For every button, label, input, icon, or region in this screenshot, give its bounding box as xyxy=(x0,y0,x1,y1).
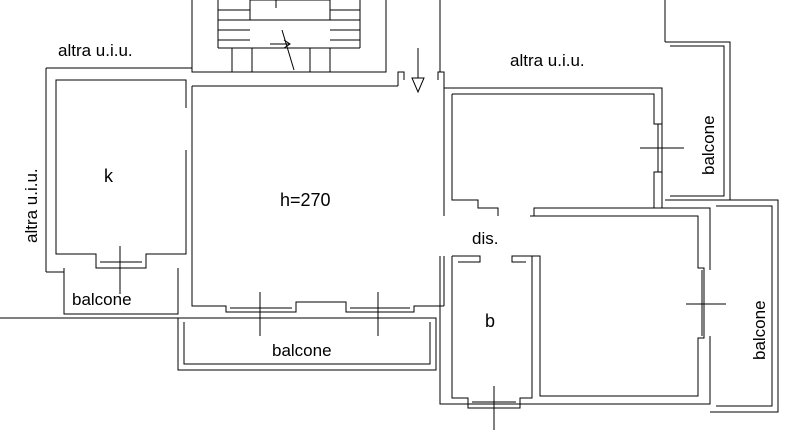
stairwell xyxy=(191,0,387,73)
room-living xyxy=(191,48,445,336)
room-kitchen xyxy=(46,79,187,294)
label-living-height: h=270 xyxy=(280,190,331,210)
label-bathroom: b xyxy=(485,311,495,331)
room-bedroom-upper xyxy=(443,76,684,216)
label-altra-uiu-left: altra u.i.u. xyxy=(22,168,41,243)
balcone-right-bottom xyxy=(710,199,779,413)
label-balcone-right-top: balcone xyxy=(699,115,718,175)
balcone-bottom xyxy=(177,317,437,371)
balcone-left xyxy=(46,268,179,315)
entrance-arrow-icon xyxy=(411,77,425,94)
room-bedroom-lower xyxy=(439,207,726,405)
room-bathroom xyxy=(451,255,533,430)
label-altra-uiu-top-left: altra u.i.u. xyxy=(58,41,133,60)
label-balcone-bottom: balcone xyxy=(272,341,332,360)
label-kitchen: k xyxy=(104,166,114,186)
label-balcone-right-bottom: balcone xyxy=(750,300,769,360)
balcone-right-top xyxy=(665,41,731,201)
label-disimpegno: dis. xyxy=(472,229,498,248)
exterior-walls xyxy=(0,0,666,319)
label-altra-uiu-top-right: altra u.i.u. xyxy=(510,51,585,70)
label-balcone-left: balcone xyxy=(72,290,132,309)
